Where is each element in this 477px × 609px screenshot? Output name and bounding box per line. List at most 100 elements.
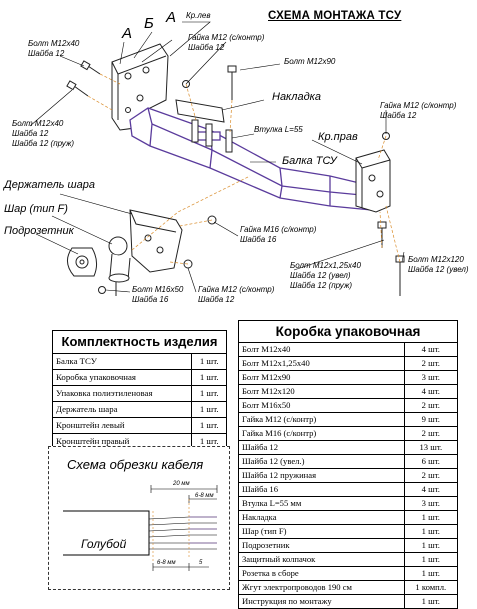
callout-balka-tsu: Балка ТСУ (282, 155, 338, 167)
callout-bolt-m12x120-1: Болт М12х120 (408, 255, 464, 264)
packing-item-qty: 1 шт. (403, 552, 457, 567)
callout-bolt-m16x50-1: Болт М16х50 (132, 285, 184, 294)
completeness-item-qty: 1 шт. (191, 401, 226, 418)
callout-bolt-m12x125-3: Шайба 12 (пруж) (290, 281, 352, 290)
packing-item-name: Болт М16х50 (239, 398, 405, 413)
callout-kr-prav: Кр.прав (318, 131, 358, 143)
label-a1: A (121, 25, 132, 42)
packing-item-qty: 4 шт. (403, 343, 457, 357)
callout-gaika-m12-top-2: Шайба 12 (188, 43, 225, 52)
cable-title: Схема обрезки кабеля (67, 457, 203, 472)
packing-row: Шайба 12 (увел.)6 шт. (239, 454, 457, 469)
packing-item-qty: 1 шт. (403, 566, 457, 581)
callout-bolt-m12x120-2: Шайба 12 (увел) (408, 265, 469, 274)
packing-item-qty: 4 шт. (403, 482, 457, 497)
cable-dim-bottom: 6-8 мм (157, 560, 176, 566)
cable-dim-total: 20 мм (172, 481, 190, 487)
completeness-item-qty: 1 шт. (191, 417, 226, 434)
overlay-plate (175, 99, 225, 123)
packing-item-name: Жгут электропроводов 190 см (239, 580, 405, 595)
callout-gaika-m12-bottom-2: Шайба 12 (198, 295, 235, 304)
packing-item-name: Гайка М16 (с/контр) (239, 426, 405, 441)
callout-gaika-m12-top-1: Гайка М12 (с/контр) (188, 33, 265, 42)
packing-item-name: Накладка (239, 510, 405, 525)
packing-item-name: Шар (тип F) (239, 524, 405, 539)
socket-plate (67, 247, 98, 277)
packing-item-name: Болт М12х1,25х40 (239, 356, 405, 371)
packing-row: Шар (тип F)1 шт. (239, 524, 457, 539)
packing-item-name: Втулка L=55 мм (239, 496, 405, 511)
packing-item-name: Болт М12х40 (239, 343, 405, 357)
packing-item-qty: 3 шт. (403, 370, 457, 385)
sleeves (191, 119, 233, 153)
callout-vtulka: Втулка L=55 (254, 125, 303, 134)
packing-item-qty: 1 шт. (403, 538, 457, 553)
cable-cut-scheme: Схема обрезки кабеля 20 мм 6-8 мм 6-8 мм… (48, 446, 230, 590)
left-bracket (111, 43, 169, 131)
label-b: Б (144, 15, 154, 32)
callout-kr-lev: Кр.лев (186, 11, 211, 20)
ball-mount (129, 209, 183, 273)
callout-gaika-m16-2: Шайба 16 (240, 235, 277, 244)
packing-item-qty: 2 шт. (403, 468, 457, 483)
cable-dim-small: 5 (199, 560, 203, 566)
completeness-item-qty: 1 шт. (191, 354, 226, 370)
packing-item-name: Защитный колпачок (239, 552, 405, 567)
callout-bolt-m12x40-left-3: Шайба 12 (пруж) (12, 139, 74, 148)
packing-item-qty: 1 компл. (403, 580, 457, 595)
bolts (66, 60, 405, 296)
cable-dim-strip: 6-8 мм (195, 493, 214, 499)
callout-bolt-m12x40-top-2: Шайба 12 (28, 49, 65, 58)
cable-color-label: Голубой (81, 537, 127, 551)
completeness-item-name: Балка ТСУ (53, 354, 193, 370)
packing-item-name: Шайба 12 (увел.) (239, 454, 405, 469)
packing-item-name: Болт М12х90 (239, 370, 405, 385)
completeness-item-name: Кронштейн левый (53, 417, 193, 434)
completeness-item-qty: 1 шт. (191, 369, 226, 386)
completeness-item-name: Упаковка полиэтиленовая (53, 385, 193, 402)
packing-item-qty: 9 шт. (403, 412, 457, 427)
packing-item-qty: 2 шт. (403, 426, 457, 441)
packing-row: Гайка М12 (с/контр)9 шт. (239, 412, 457, 427)
callout-gaika-m12-right-1: Гайка М12 (с/контр) (380, 101, 457, 110)
callout-podrozetnik: Подрозетник (4, 225, 75, 237)
completeness-item-qty: 1 шт. (191, 433, 226, 449)
callout-bolt-m12x40-left-1: Болт М12х40 (12, 119, 64, 128)
callout-bolt-m12x125-1: Болт М12х1,25х40 (290, 261, 361, 270)
completeness-title: Комплектность изделия (53, 331, 226, 354)
packing-item-name: Шайба 16 (239, 482, 405, 497)
completeness-item-name: Коробка упаковочная (53, 369, 193, 386)
installation-diagram: A Б A Кр.лев Болт М12х40 Шайба 12 Гайка … (2, 9, 469, 304)
packing-item-qty: 6 шт. (403, 454, 457, 469)
callout-nakladka: Накладка (272, 91, 321, 103)
tow-ball (108, 236, 131, 296)
packing-item-qty: 4 шт. (403, 384, 457, 399)
right-bracket (355, 149, 391, 213)
packing-item-qty: 13 шт. (403, 440, 457, 455)
packing-item-qty: 1 шт. (403, 510, 457, 525)
packing-item-name: Подрозетник (239, 538, 405, 553)
callout-bolt-m16x50-2: Шайба 16 (132, 295, 169, 304)
callout-shar: Шар (тип F) (4, 203, 68, 215)
packing-item-name: Гайка М12 (с/контр) (239, 412, 405, 427)
